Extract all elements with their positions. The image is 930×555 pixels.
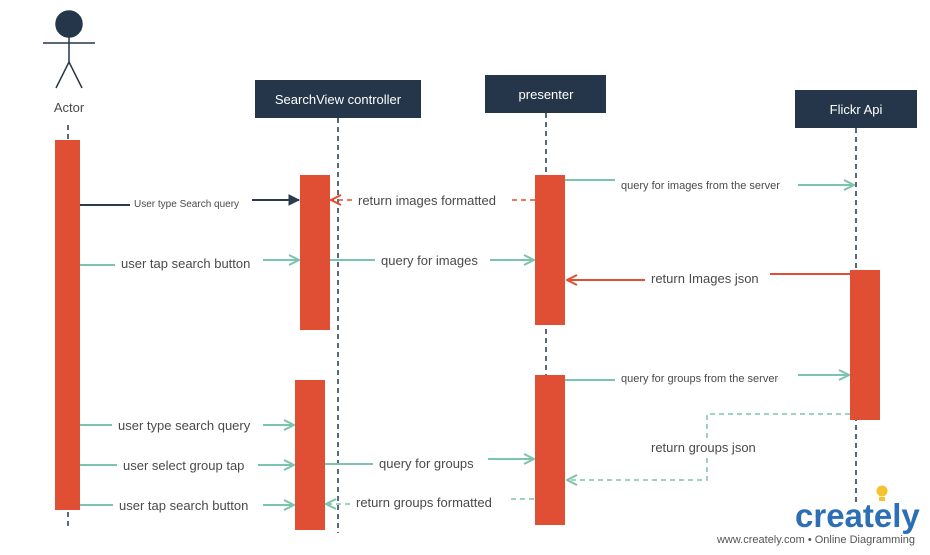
lifeline-header-searchview: SearchView controller	[255, 80, 421, 118]
message-query-for-groups: query for groups	[325, 456, 534, 471]
activation-presenter-1	[535, 175, 565, 325]
message-label: user type search query	[118, 418, 251, 433]
message-query-groups-server: query for groups from the server	[565, 373, 849, 385]
activation-presenter-2	[535, 375, 565, 525]
message-label: user select group tap	[123, 458, 244, 473]
message-query-for-images: query for images	[330, 253, 534, 268]
message-label: query for images	[381, 253, 478, 268]
lifeline-label-presenter: presenter	[519, 87, 575, 102]
message-label: return groups json	[651, 440, 756, 455]
message-query-images-server: query for images from the server	[565, 179, 854, 192]
message-user-type-search-query-2: user type search query	[80, 418, 294, 433]
message-user-select-group-tap: user select group tap	[80, 458, 294, 473]
message-label: query for groups from the server	[621, 373, 778, 385]
message-label: User type Search query	[134, 199, 239, 210]
message-label: query for images from the server	[621, 180, 780, 192]
message-label: return groups formatted	[356, 495, 492, 510]
message-label: query for groups	[379, 456, 474, 471]
tagline: www.creately.com • Online Diagramming	[716, 534, 915, 546]
message-user-tap-search-button-2: user tap search button	[80, 498, 294, 513]
message-return-images-formatted: return images formatted	[331, 193, 535, 208]
activation-actor	[55, 140, 80, 510]
message-user-tap-search-button-1: user tap search button	[80, 256, 299, 271]
actor-label: Actor	[54, 100, 85, 115]
lifeline-header-presenter: presenter	[485, 75, 606, 113]
message-label: return Images json	[651, 271, 759, 286]
activation-flickr	[850, 270, 880, 420]
logo-text: creately	[795, 497, 920, 534]
message-return-groups-formatted: return groups formatted	[326, 495, 534, 510]
message-return-images-json: return Images json	[567, 271, 850, 286]
message-label: user tap search button	[121, 256, 250, 271]
lightbulb-icon	[876, 485, 888, 501]
actor-icon	[43, 10, 95, 89]
lifeline-label-searchview: SearchView controller	[275, 92, 402, 107]
creately-logo: creately www.creately.com • Online Diagr…	[716, 485, 920, 546]
message-user-type-search-query-1: User type Search query	[80, 199, 299, 210]
message-label: return images formatted	[358, 193, 496, 208]
activation-searchview-2	[295, 380, 325, 530]
lifeline-label-flickr: Flickr Api	[830, 102, 883, 117]
activation-searchview-1	[300, 175, 330, 330]
lifeline-header-flickr: Flickr Api	[795, 90, 917, 128]
message-return-groups-json: return groups json	[567, 413, 850, 480]
message-label: user tap search button	[119, 498, 248, 513]
